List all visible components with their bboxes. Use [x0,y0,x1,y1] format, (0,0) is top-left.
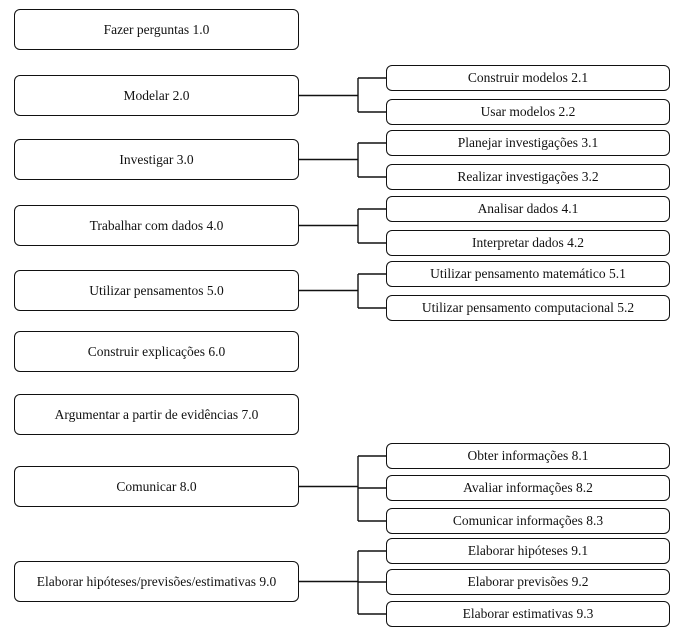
node-label: Utilizar pensamentos 5.0 [89,282,224,298]
node-8-1: Obter informações 8.1 [386,443,670,469]
node-9-0: Elaborar hipóteses/previsões/estimativas… [14,561,299,602]
node-7-0: Argumentar a partir de evidências 7.0 [14,394,299,435]
node-4-0: Trabalhar com dados 4.0 [14,205,299,246]
node-label: Comunicar informações 8.3 [452,513,604,528]
node-label: Realizar investigações 3.2 [457,169,599,184]
node-8-3: Comunicar informações 8.3 [386,508,670,534]
node-2-1: Construir modelos 2.1 [386,65,670,91]
node-label: Comunicar 8.0 [116,478,197,494]
node-5-0: Utilizar pensamentos 5.0 [14,270,299,311]
node-3-2: Realizar investigações 3.2 [386,164,670,190]
node-label: Elaborar hipóteses/previsões/estimativas… [36,573,277,589]
node-label: Planejar investigações 3.1 [457,135,599,150]
node-label: Obter informações 8.1 [467,448,589,463]
node-label: Avaliar informações 8.2 [463,480,593,495]
node-1-0: Fazer perguntas 1.0 [14,9,299,50]
node-label: Modelar 2.0 [123,87,190,103]
node-9-2: Elaborar previsões 9.2 [386,569,670,595]
node-label: Elaborar previsões 9.2 [467,574,589,589]
node-4-2: Interpretar dados 4.2 [386,230,670,256]
node-5-1: Utilizar pensamento matemático 5.1 [386,261,670,287]
node-8-0: Comunicar 8.0 [14,466,299,507]
node-label: Elaborar hipóteses 9.1 [467,543,589,558]
node-4-1: Analisar dados 4.1 [386,196,670,222]
node-3-1: Planejar investigações 3.1 [386,130,670,156]
node-3-0: Investigar 3.0 [14,139,299,180]
node-label: Investigar 3.0 [119,151,194,167]
node-8-2: Avaliar informações 8.2 [386,475,670,501]
node-label: Fazer perguntas 1.0 [103,21,210,37]
node-label: Usar modelos 2.2 [480,104,576,119]
node-label: Argumentar a partir de evidências 7.0 [54,406,259,422]
node-label: Analisar dados 4.1 [477,201,579,216]
node-2-2: Usar modelos 2.2 [386,99,670,125]
node-label: Utilizar pensamento matemático 5.1 [430,266,626,281]
node-label: Elaborar estimativas 9.3 [462,606,594,621]
node-label: Interpretar dados 4.2 [471,235,585,250]
node-6-0: Construir explicações 6.0 [14,331,299,372]
node-2-0: Modelar 2.0 [14,75,299,116]
node-9-1: Elaborar hipóteses 9.1 [386,538,670,564]
node-9-3: Elaborar estimativas 9.3 [386,601,670,627]
node-label: Construir explicações 6.0 [87,343,226,359]
node-label: Utilizar pensamento computacional 5.2 [421,300,635,315]
node-label: Construir modelos 2.1 [467,70,589,85]
node-5-2: Utilizar pensamento computacional 5.2 [386,295,670,321]
node-label: Trabalhar com dados 4.0 [89,217,224,233]
